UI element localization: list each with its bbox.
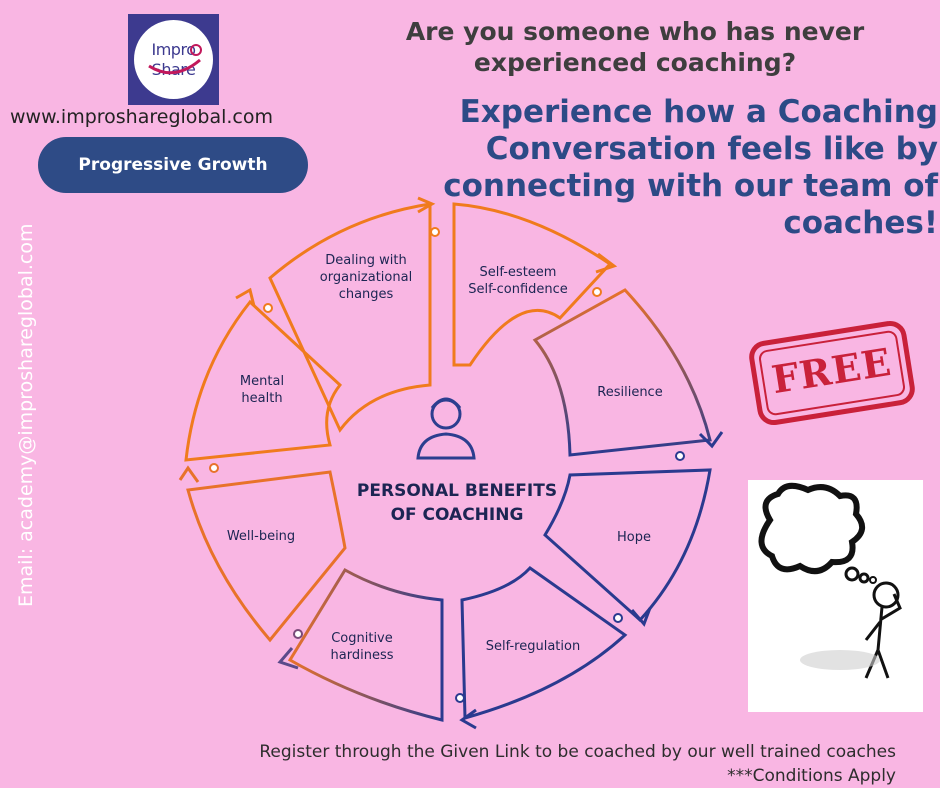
arrowhead-8	[235, 287, 256, 307]
label-self-regulation: Self-regulation	[486, 639, 580, 654]
center-title-line1: PERSONAL BENEFITS	[357, 481, 557, 501]
segment-arrow-hope	[543, 468, 712, 623]
question-heading: Are you someone who has never experience…	[405, 17, 865, 77]
improshare-logo: Impro Share	[128, 14, 219, 105]
logo-swirl-icon	[148, 44, 202, 75]
end-dot-5	[455, 693, 465, 703]
thinking-figure-illustration	[748, 480, 923, 712]
label-mental-1: Mental	[240, 374, 284, 389]
email-contact[interactable]: Email: academy@improshareglobal.com	[15, 223, 37, 608]
segment-arrow-wellbeing	[186, 470, 347, 643]
arrowhead-3	[698, 431, 724, 449]
end-dot-1	[430, 227, 440, 237]
label-self-esteem-1: Self-esteem	[480, 265, 557, 280]
label-wellbeing: Well-being	[227, 529, 295, 544]
free-stamp: FREE	[746, 318, 917, 428]
arrowhead-5	[459, 708, 477, 730]
end-dot-2	[592, 287, 602, 297]
arrowhead-7	[178, 465, 200, 483]
logo-text-share: Share	[151, 60, 196, 79]
end-dot-3	[675, 451, 685, 461]
label-dealing-1: Dealing with	[325, 253, 406, 268]
website-url[interactable]: www.improshareglobal.com	[10, 106, 274, 128]
segment-arrow-resilience	[532, 288, 712, 457]
register-text: Register through the Given Link to be co…	[259, 742, 896, 762]
segment-arrow-cognitive	[287, 567, 444, 722]
stamp-border-icon	[749, 320, 915, 426]
conditions-text: ***Conditions Apply	[727, 766, 896, 786]
end-dot-8	[263, 303, 273, 313]
label-dealing-3: changes	[339, 287, 394, 302]
segment-arrow-self-esteem	[452, 202, 613, 367]
segment-arrow-self-regulation	[460, 566, 628, 720]
arrowhead-1	[417, 196, 436, 214]
label-hope: Hope	[617, 530, 651, 545]
segment-arrow-mental-health	[184, 299, 343, 462]
end-dot-4	[613, 613, 623, 623]
headline: Experience how a Coaching Conversation f…	[443, 94, 938, 241]
arrowhead-6	[277, 647, 299, 670]
logo-text-impro: Impro	[151, 40, 196, 59]
personal-benefits-diagram: PERSONAL BENEFITS OF COACHING Dealing wi…	[178, 196, 724, 730]
center-title-line2: OF COACHING	[391, 505, 524, 525]
label-dealing-2: organizational	[320, 270, 412, 285]
label-mental-2: health	[241, 391, 282, 406]
end-dot-6	[293, 629, 303, 639]
logo-circle: Impro Share	[134, 20, 213, 99]
progressive-growth-badge: Progressive Growth	[38, 137, 308, 193]
label-cognitive-1: Cognitive	[331, 631, 393, 646]
thinking-person-icon	[758, 482, 902, 679]
segment-arrow-dealing	[268, 202, 432, 433]
footer: Register through the Given Link to be co…	[96, 740, 896, 788]
arrowhead-4	[630, 607, 652, 627]
person-icon	[416, 397, 476, 460]
label-self-esteem-2: Self-confidence	[468, 282, 568, 297]
label-cognitive-2: hardiness	[331, 648, 394, 663]
arrowhead-2	[595, 252, 618, 274]
label-resilience: Resilience	[597, 385, 662, 400]
end-dot-7	[209, 463, 219, 473]
